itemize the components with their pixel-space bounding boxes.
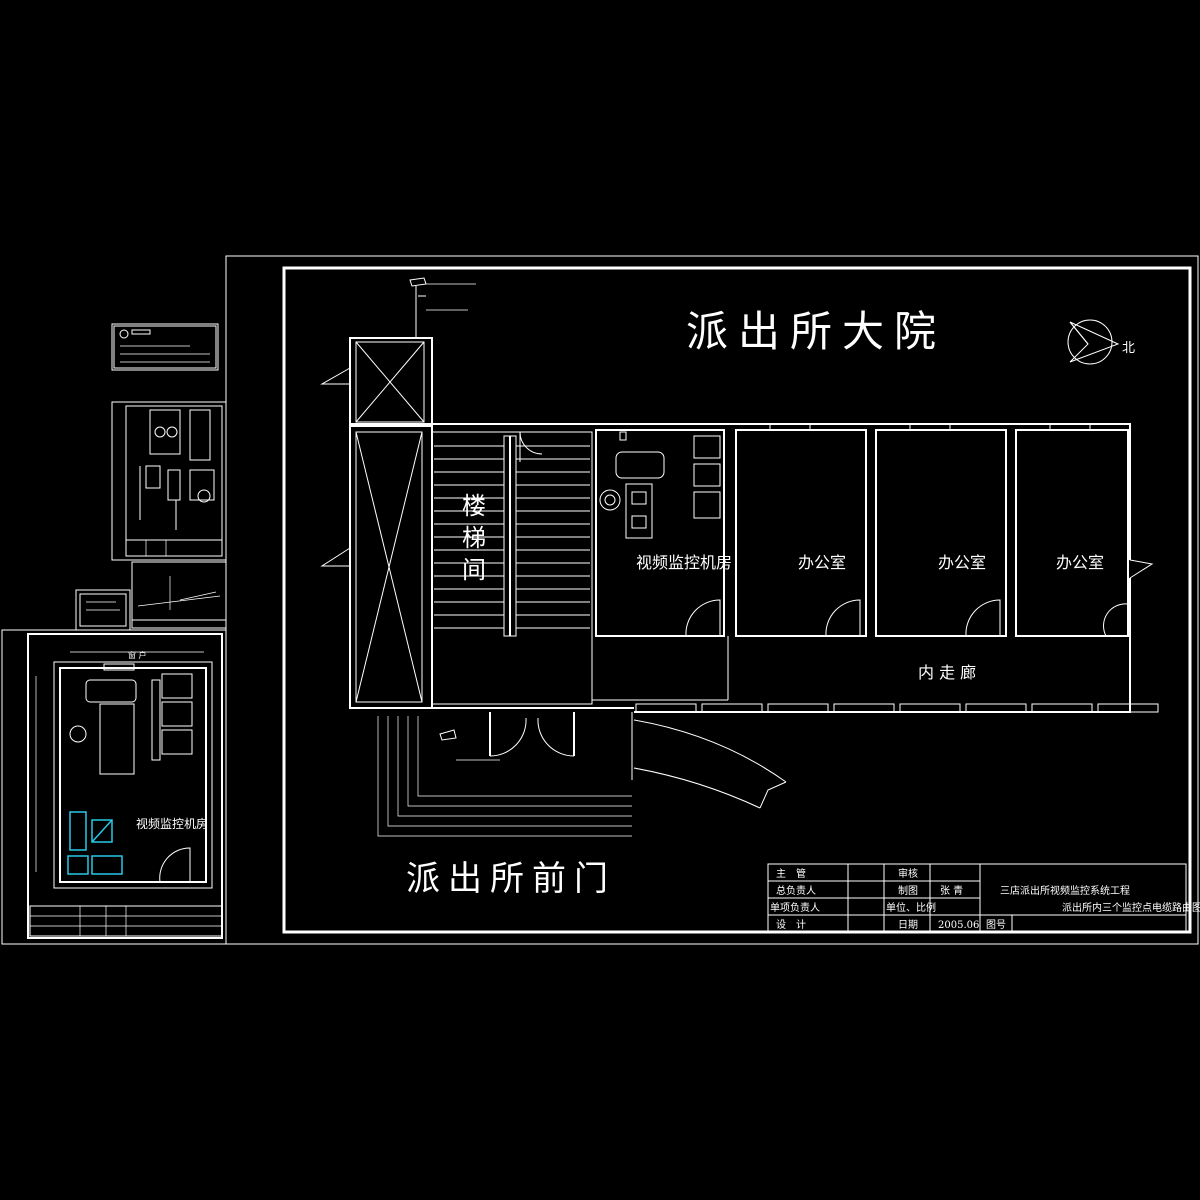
thumbnail-sheet-3	[131, 561, 227, 629]
thumbnail-sheet-2	[111, 401, 227, 561]
title-field: 单位、比例	[886, 901, 936, 914]
outer-sheet-border	[225, 255, 1199, 945]
window	[899, 703, 961, 713]
window	[833, 703, 895, 713]
elevator-shaft-lower	[320, 425, 433, 709]
main-sheet	[225, 255, 1199, 945]
title-field: 日期	[898, 919, 918, 931]
window	[767, 703, 829, 713]
cable-route	[397, 716, 632, 817]
cable-route	[387, 716, 632, 827]
monitor-room-label: 视频监控机房	[636, 553, 732, 572]
inner-drawing-frame	[282, 266, 1192, 934]
corridor-label: 内 走 廊	[918, 663, 976, 682]
camera-icon	[409, 277, 476, 338]
drawing-number-label: 图号	[986, 919, 1006, 931]
office-label: 办公室	[798, 553, 846, 572]
office-label: 办公室	[1056, 553, 1104, 572]
stairwell	[431, 431, 593, 705]
courtyard-label: 派出所大院	[686, 307, 946, 356]
side-sheet-dimension-label: 窗 户	[128, 650, 147, 660]
side-sheet-monitor-room-label: 视频监控机房	[136, 816, 208, 831]
monitoring-room	[595, 429, 725, 637]
side-sheet	[1, 629, 227, 945]
elevator-shaft-upper	[320, 337, 433, 425]
office-label: 办公室	[938, 553, 986, 572]
window	[965, 703, 1027, 713]
drawing-title: 派出所内三个监控点电缆路由图	[1062, 901, 1200, 914]
window	[1031, 703, 1093, 713]
north-arrow-icon	[1067, 319, 1120, 365]
cable-route	[407, 716, 632, 807]
cable-route	[417, 716, 632, 797]
title-role: 设 计	[776, 918, 806, 931]
title-role: 总负责人	[776, 884, 816, 897]
camera-icon	[439, 729, 500, 761]
floor-plan	[320, 277, 1159, 837]
cable-route	[377, 716, 632, 837]
building-top-wall	[432, 423, 1131, 560]
front-entrance	[377, 712, 787, 837]
project-name: 三店派出所视频监控系统工程	[1000, 884, 1130, 897]
window	[635, 703, 697, 713]
window	[1097, 703, 1159, 713]
title-field: 审核	[898, 867, 918, 880]
offices	[735, 423, 1129, 637]
stairwell-label-2: 梯	[462, 524, 486, 552]
title-role: 单项负责人	[770, 901, 820, 914]
thumbnail-sheet-4	[75, 589, 131, 631]
drafter-name: 张 青	[940, 884, 963, 897]
thumbnail-sheet-1	[111, 323, 219, 371]
window	[701, 703, 763, 713]
north-label: 北	[1122, 341, 1135, 356]
wall-break-mark	[1129, 559, 1154, 579]
title-block	[767, 863, 1187, 933]
title-field: 制图	[898, 884, 918, 897]
stairwell-label-3: 间	[462, 556, 486, 584]
title-role: 主 管	[776, 867, 806, 880]
front-gate-label: 派出所前门	[406, 859, 616, 899]
stairwell-label-1: 楼	[462, 492, 486, 520]
corridor-windows	[635, 703, 1159, 713]
drawing-date: 2005.06	[938, 920, 979, 931]
building-bottom-wall	[634, 578, 1131, 713]
